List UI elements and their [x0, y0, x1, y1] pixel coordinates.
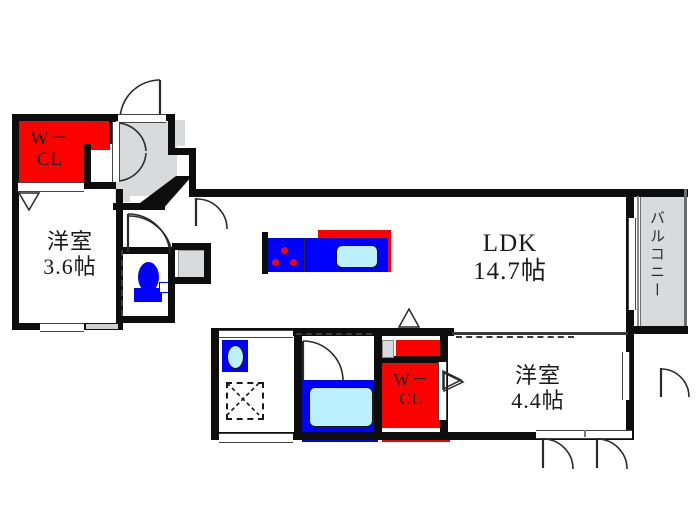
wall-bedroom36-right	[116, 189, 123, 330]
wcl-top-sliding-door[interactable]	[18, 182, 84, 192]
wall-balcony-top	[626, 189, 688, 197]
wall-entry-left	[109, 114, 116, 122]
ldk-entry-marker	[397, 307, 421, 328]
stove-burner-left	[272, 259, 279, 266]
bedroom44-side-door[interactable]	[622, 352, 630, 400]
wall-upper-step	[189, 183, 196, 197]
closet-fill-wcl-top-b	[88, 120, 110, 150]
kitchen-backsplash	[318, 230, 390, 239]
wcl-bottom-marker	[442, 369, 463, 391]
wall-toilet-right	[168, 247, 175, 323]
wall-genkan-angled	[140, 176, 192, 210]
wall-shelf-bottom	[172, 277, 211, 284]
toilet-door-swing[interactable]	[125, 214, 173, 250]
wall-toilet-top	[123, 247, 175, 254]
label-wcl-bottom: W－ CL	[393, 370, 429, 409]
entry-closet-door-lower[interactable]	[115, 152, 152, 182]
label-balcony: バルコニー	[648, 210, 664, 300]
bedroom44-bottom-window-mullion	[584, 430, 586, 437]
closet-fill-wcl-top-a	[18, 120, 88, 182]
wall-ldk-bottom-left	[211, 328, 393, 336]
wall-outer-left	[12, 114, 19, 330]
room-fill-bedroom-4-4	[452, 338, 628, 432]
wall-ldk-bottom-right	[382, 328, 454, 336]
wall-wcl-bottom-inner	[84, 182, 116, 189]
wall-wcl-bottom-divider	[374, 356, 440, 363]
closet-fill-wcl-bottom	[382, 362, 440, 428]
wall-lower-left	[211, 328, 219, 440]
room-fill-bedroom-3-6	[18, 192, 123, 324]
stove-burner-right	[290, 259, 297, 266]
wall-entry-right-upper	[168, 114, 175, 154]
toilet-shelf	[178, 250, 206, 278]
wall-lower-bottom	[211, 432, 634, 440]
bathtub-fixture	[309, 387, 373, 427]
bedroom36-window-bottom[interactable]	[40, 323, 84, 332]
wall-wcl-right	[84, 144, 91, 189]
wall-wcl-bottom-left	[374, 336, 382, 432]
wall-entry-step	[168, 148, 196, 155]
wall-balcony-bottom	[626, 326, 688, 334]
label-bedroom-4-4: 洋室 4.4帖	[511, 363, 565, 413]
washing-machine-cross	[226, 382, 260, 416]
bedroom44-hanging-wall	[456, 336, 574, 338]
washroom-bottom-band	[219, 433, 293, 443]
entrance-door-leaf[interactable]	[118, 114, 166, 123]
corridor-dashed-divider	[121, 250, 123, 316]
ldk-door-swing[interactable]	[196, 198, 230, 230]
entrance-door-swing[interactable]	[118, 78, 180, 122]
closet-shelf-wcl-bottom	[396, 340, 440, 356]
stove-burner-top	[281, 247, 288, 254]
exterior-door-left[interactable]	[541, 438, 576, 470]
entry-closet-leaf[interactable]	[112, 122, 120, 182]
wall-bath-left	[294, 336, 302, 432]
entry-hall-fill	[115, 120, 173, 182]
wall-entry-right-lower	[189, 148, 196, 196]
toilet-bowl	[138, 262, 159, 292]
bedroom44-entry-marker	[443, 371, 465, 393]
wall-ldk-top	[189, 189, 640, 197]
entry-closet-door-upper[interactable]	[115, 122, 152, 152]
wall-outer-right-lower	[626, 326, 634, 440]
balcony-rail-right	[684, 189, 687, 331]
balcony-sliding-door[interactable]	[628, 218, 636, 310]
washroom-top-sash	[219, 330, 293, 338]
bathroom-door-swing[interactable]	[301, 340, 346, 382]
wall-genkan-bottom	[113, 203, 165, 210]
kitchen-counter-divider	[304, 238, 306, 272]
washbasin-bowl	[227, 345, 244, 369]
bedroom36-window-bottom-2[interactable]	[86, 324, 118, 329]
label-bedroom-3-6: 洋室 3.6帖	[43, 229, 97, 279]
balcony-exterior-door[interactable]	[659, 368, 690, 398]
washroom-top-dashed	[296, 333, 372, 335]
wall-toilet-bottom	[123, 316, 175, 323]
label-ldk: LDK 14.7帖	[473, 230, 547, 285]
corridor-right-door[interactable]	[194, 198, 226, 228]
kitchen-counter-edge-left	[262, 232, 268, 274]
label-wcl-top: W－ CL	[30, 128, 70, 171]
balcony-rail-inner	[637, 196, 639, 326]
exterior-door-right[interactable]	[595, 438, 630, 470]
kitchen-sink-basin	[336, 245, 378, 268]
wall-shelf-top	[172, 243, 211, 250]
wcl-bottom-door[interactable]	[438, 362, 447, 420]
bedroom36-entry-marker	[17, 192, 41, 212]
toilet-tank	[134, 288, 162, 302]
wcl-bottom-small-shelf	[382, 340, 394, 358]
ldk-bottom-partition	[452, 332, 628, 335]
wall-wcl-top	[12, 114, 116, 121]
wall-shelf-right	[204, 243, 211, 283]
